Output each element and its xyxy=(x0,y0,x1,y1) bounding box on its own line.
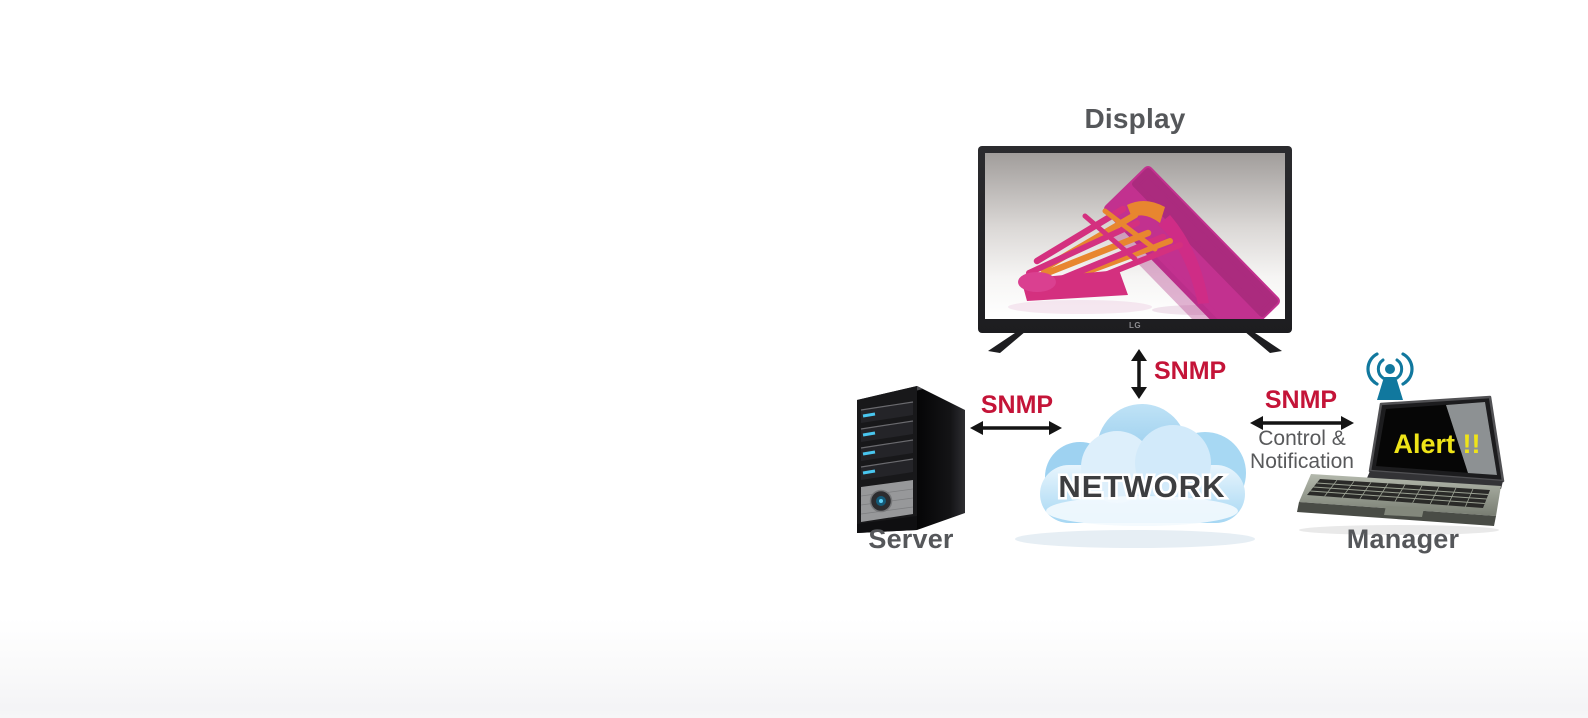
tv-screen-image xyxy=(985,153,1285,319)
tv-stands xyxy=(988,331,1282,353)
server-tower-illustration xyxy=(857,386,965,533)
server-drive-bays xyxy=(860,401,914,480)
snmp-arrow-left xyxy=(970,421,1062,435)
tv-display-illustration: LG xyxy=(978,146,1292,333)
laptop-screen-glare xyxy=(1446,402,1497,475)
laptop-keyboard xyxy=(1307,479,1490,508)
manager-label: Manager xyxy=(1346,524,1460,554)
high-heel-shoe-illustration xyxy=(1018,200,1209,304)
snmp-label-manager: SNMP xyxy=(1264,386,1338,414)
tv-screen xyxy=(985,153,1285,319)
lg-logo: LG xyxy=(1128,321,1142,330)
tv-stand-right xyxy=(1244,331,1282,353)
cloud-shadow xyxy=(1015,530,1255,548)
snmp-label-server: SNMP xyxy=(980,391,1054,419)
display-label: Display xyxy=(1084,103,1186,134)
alert-text: Alert !! xyxy=(1394,429,1481,459)
snmp-arrow-vertical xyxy=(1131,349,1147,399)
server-label: Server xyxy=(868,524,954,554)
control-notification-line1: Control & xyxy=(1258,427,1346,450)
network-cloud-illustration: NETWORK xyxy=(1015,404,1255,548)
tv-stand-left xyxy=(988,331,1026,353)
server-mesh-panel xyxy=(860,480,914,522)
control-notification-line2: Notification xyxy=(1250,449,1354,473)
snmp-arrow-right xyxy=(1250,416,1354,430)
footer-gradient-band xyxy=(0,618,1588,718)
wifi-signal-icon xyxy=(1366,352,1414,400)
control-notification-label: Control & Notification xyxy=(1250,427,1354,473)
network-cloud-label: NETWORK xyxy=(1058,469,1225,504)
laptop-illustration: Alert !! xyxy=(1297,395,1505,535)
snmp-label-display: SNMP xyxy=(1154,357,1227,385)
laptop-touchpad xyxy=(1384,506,1424,517)
